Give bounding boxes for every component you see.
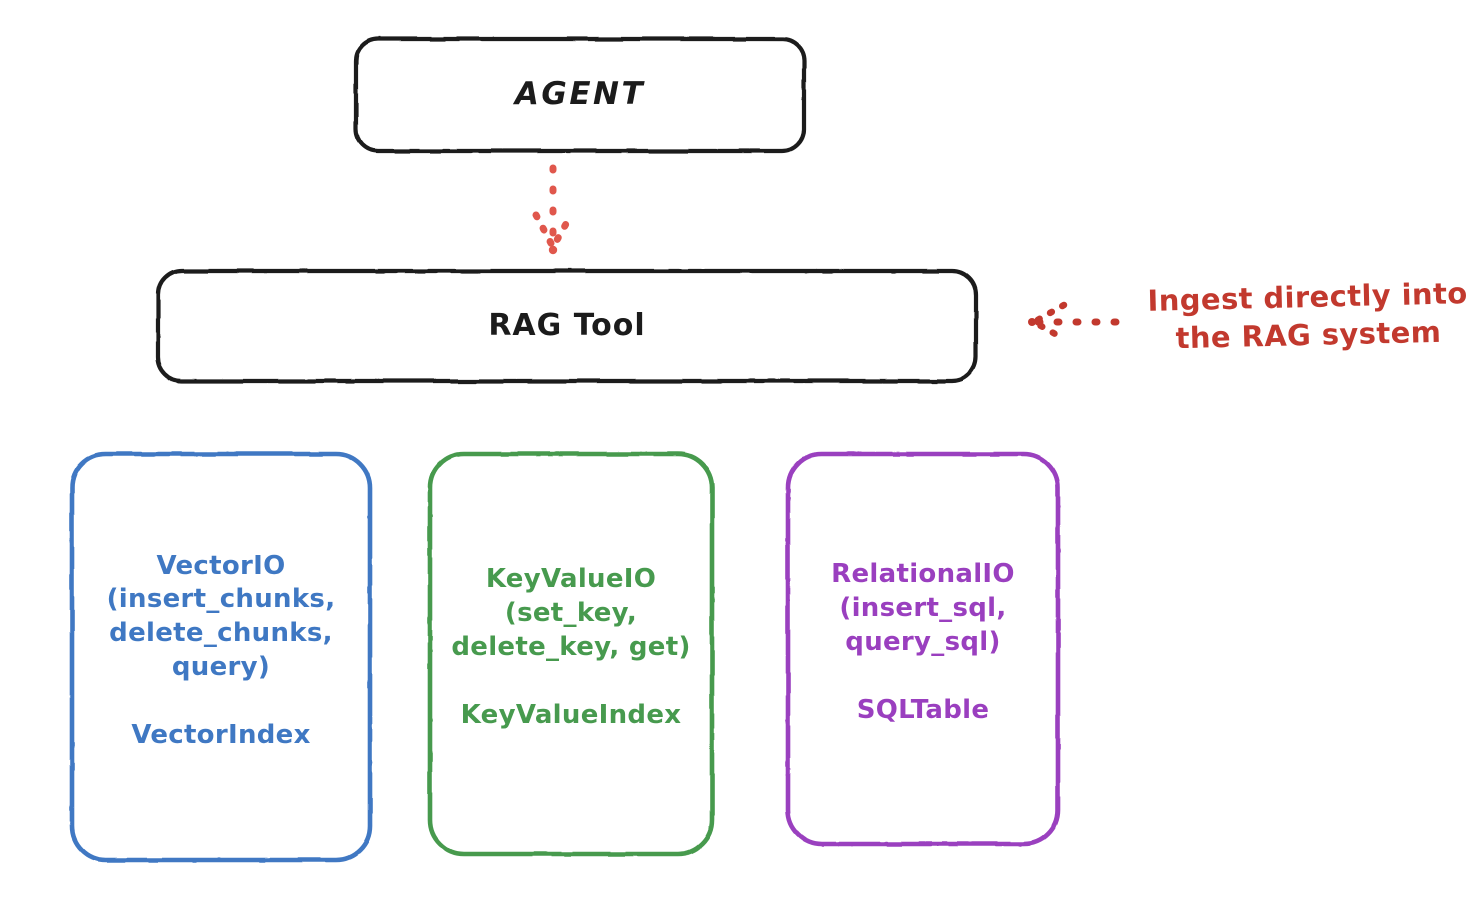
agent-to-rag-tool-arrow [532,164,575,255]
relational-io-api-label: RelationalIO (insert_sql, query_sql) [831,559,1015,657]
key-value-io-index-label: KeyValueIndex [460,699,682,730]
vector-io-index-label: VectorIndex [131,719,311,750]
rag-tool-box-outline [155,268,979,384]
relational-io-box-outline [785,451,1061,847]
key-value-io-box-outline [427,451,715,857]
vector-io-box-outline [69,451,373,863]
ingest-arrow [1028,301,1136,343]
rag-tool-node[interactable]: RAG Tool [157,270,977,382]
vector-io-content: VectorIO (insert_chunks, delete_chunks, … [70,550,372,753]
agent-node[interactable]: AGENT [355,38,805,152]
rag-tool-label: RAG Tool [488,307,646,343]
key-value-io-content: KeyValueIO (set_key, delete_key, get) Ke… [428,563,714,732]
key-value-io-api-label: KeyValueIO (set_key, delete_key, get) [451,564,691,662]
agent-label: AGENT [514,76,646,113]
vector-io-node[interactable]: VectorIO (insert_chunks, delete_chunks, … [70,452,372,862]
agent-box-outline [353,36,807,154]
vector-io-api-label: VectorIO (insert_chunks, delete_chunks, … [106,550,336,682]
relational-io-index-label: SQLTable [856,694,990,725]
relational-io-content: RelationalIO (insert_sql, query_sql) SQL… [786,558,1060,727]
relational-io-node[interactable]: RelationalIO (insert_sql, query_sql) SQL… [786,452,1060,846]
key-value-io-node[interactable]: KeyValueIO (set_key, delete_key, get) Ke… [428,452,714,856]
ingest-annotation-text: Ingest directly into the RAG system [1147,276,1468,356]
